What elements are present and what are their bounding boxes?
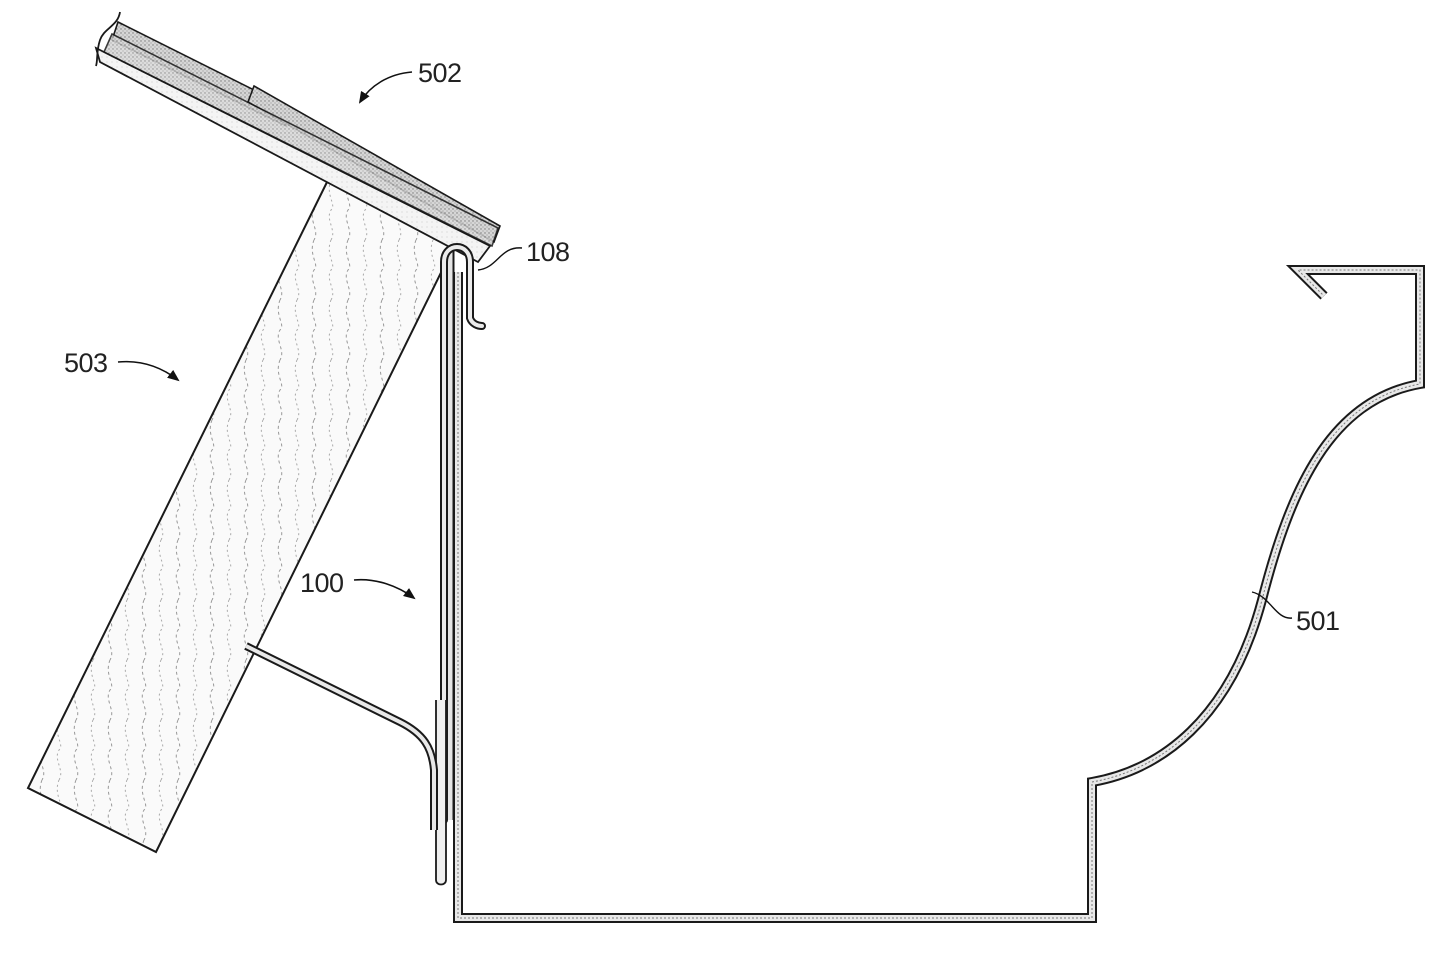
label-108: 108 xyxy=(477,237,570,271)
label-100: 100 xyxy=(300,568,416,600)
label-501-text: 501 xyxy=(1296,606,1340,636)
fascia-board-503 xyxy=(26,174,460,854)
label-502: 502 xyxy=(358,58,462,104)
leader-108 xyxy=(477,247,523,271)
label-108-text: 108 xyxy=(526,237,570,267)
arrow-502-icon xyxy=(358,71,413,104)
label-501: 501 xyxy=(1251,591,1340,636)
bracket-100 xyxy=(244,243,486,886)
arrow-503-icon xyxy=(117,360,180,382)
arrow-100-icon xyxy=(353,578,416,600)
label-502-text: 502 xyxy=(418,58,462,88)
leader-501 xyxy=(1251,591,1293,619)
label-503-text: 503 xyxy=(64,348,108,378)
label-100-text: 100 xyxy=(300,568,344,598)
roof-502 xyxy=(94,11,501,264)
gutter-501 xyxy=(453,265,1425,923)
label-503: 503 xyxy=(64,348,180,382)
